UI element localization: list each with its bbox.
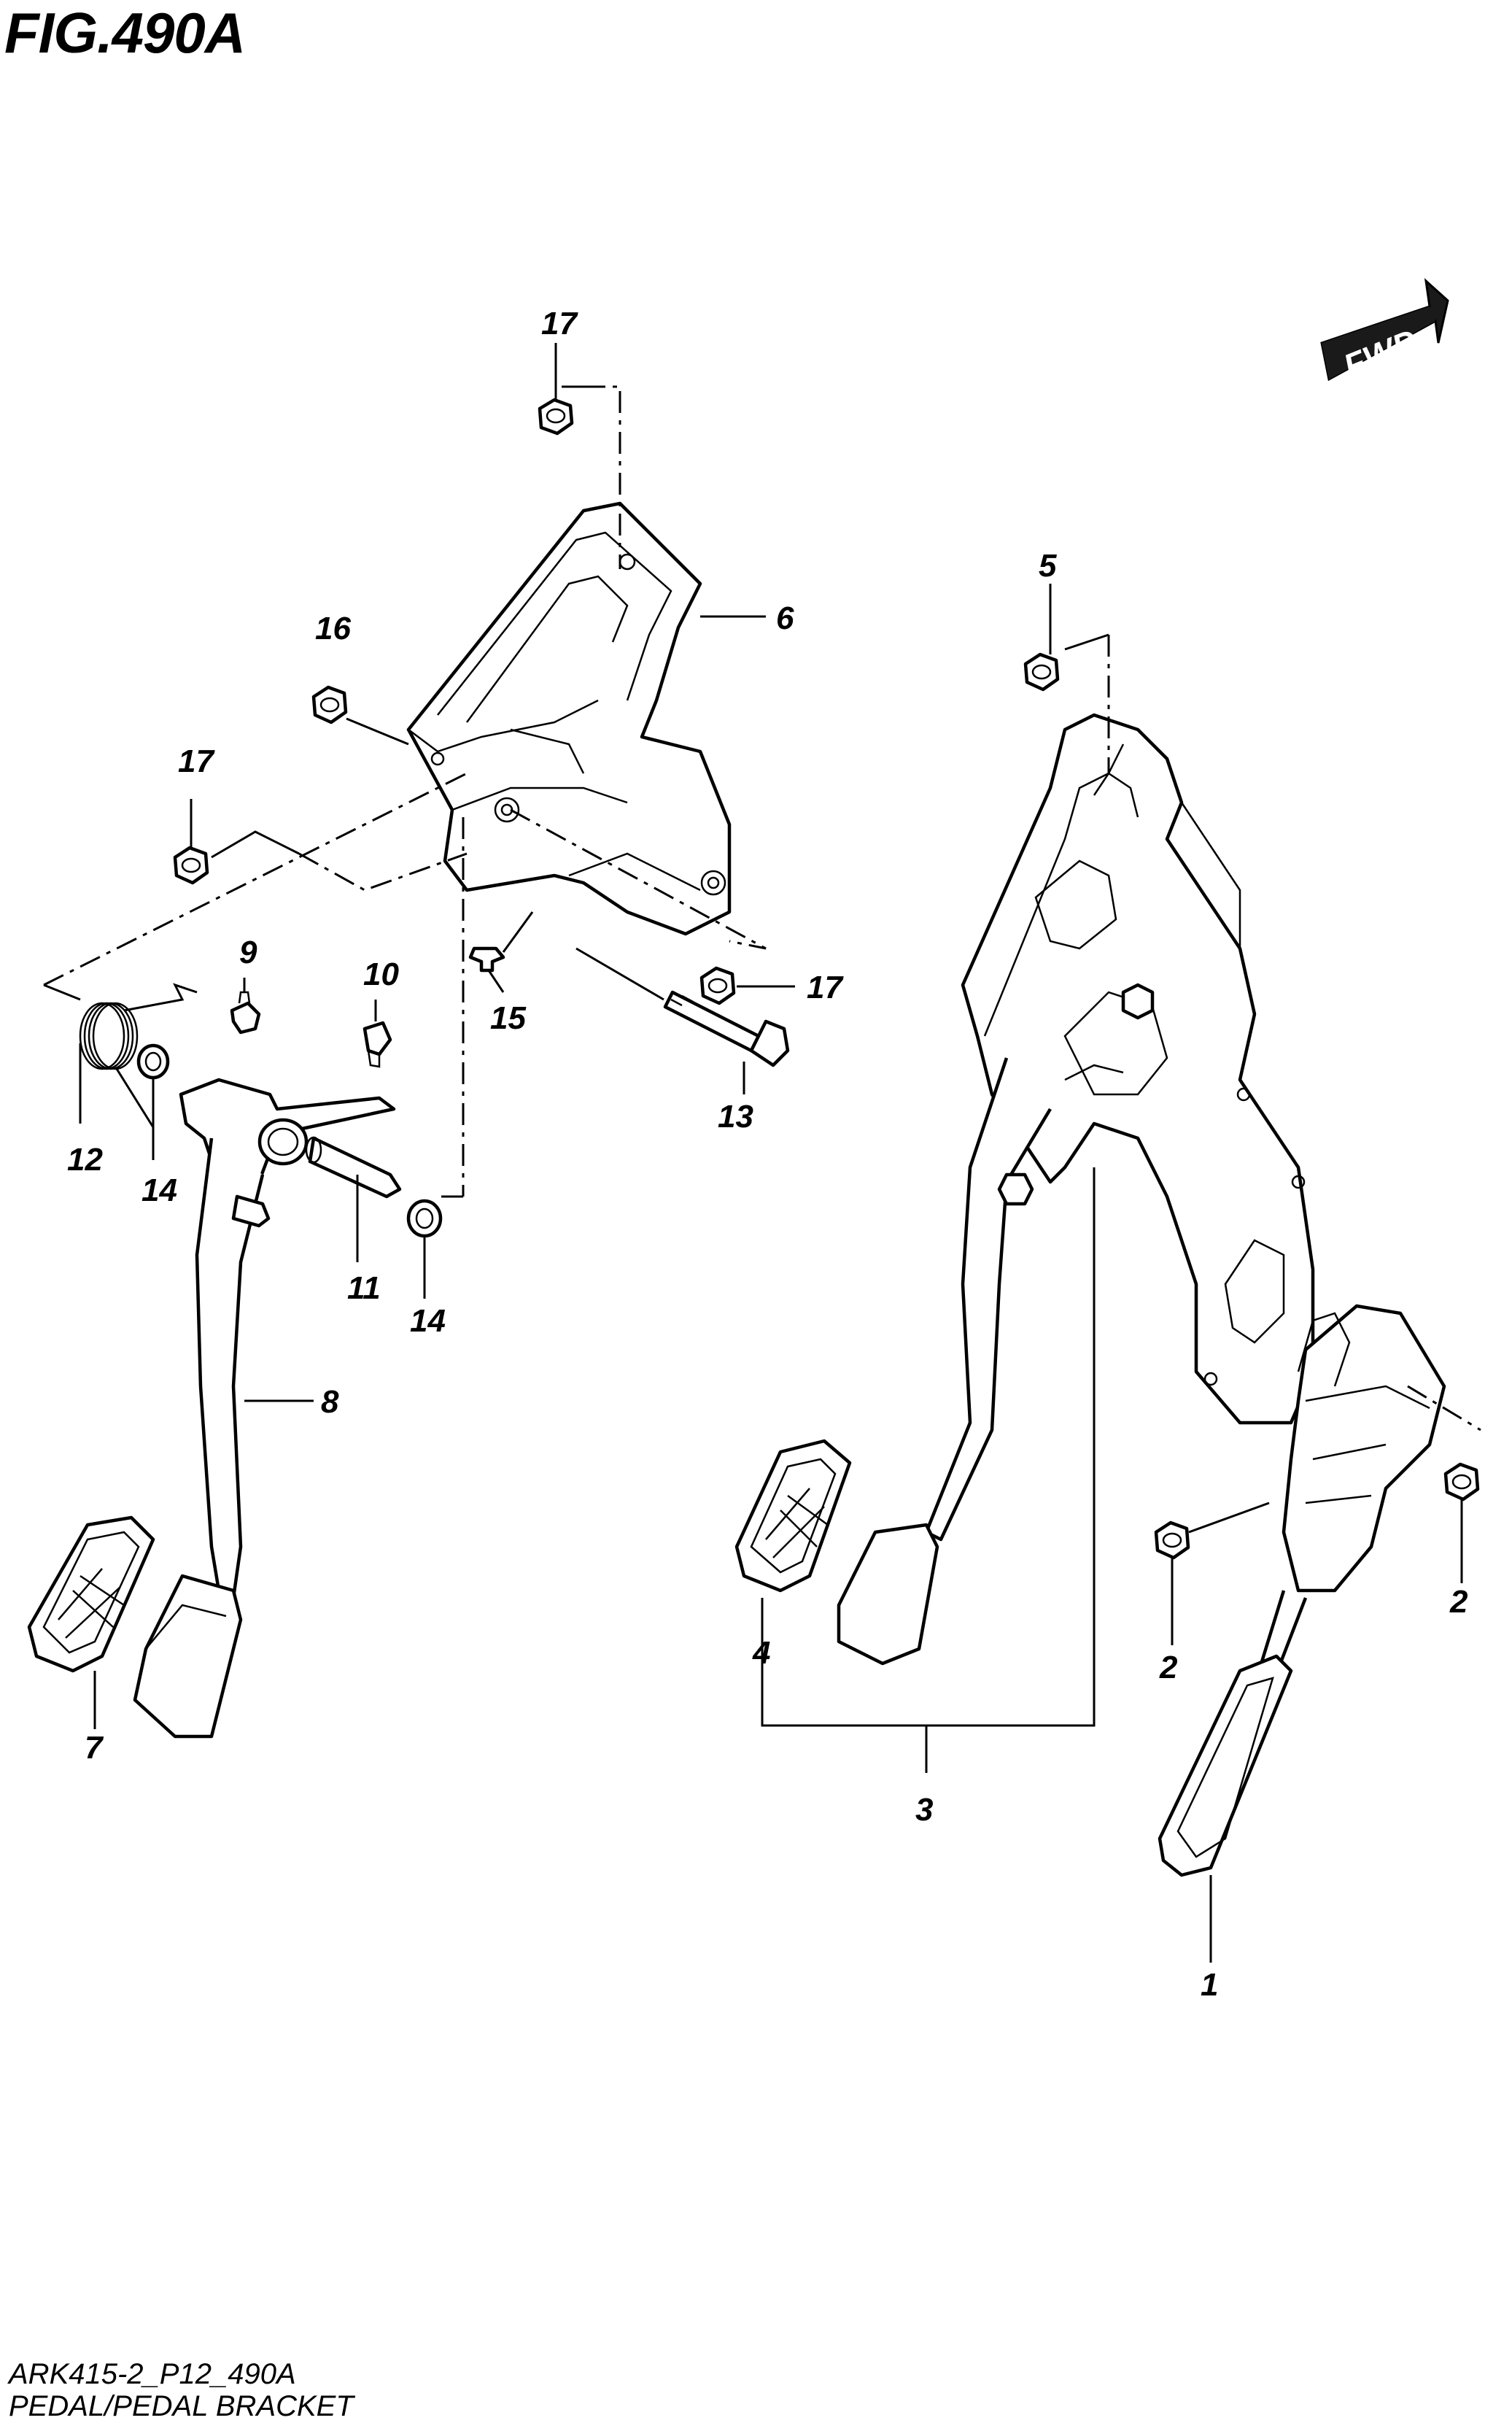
callout-6: 6 [776,600,794,636]
callout-14-right: 14 [410,1303,446,1339]
drawing-code: ARK415-2_P12_490A [9,2358,296,2390]
bushing-14-right [406,1199,443,1238]
nut-17-right [699,966,736,1005]
shaft-11 [305,1136,402,1199]
nut-2-left [1154,1520,1190,1560]
stopper-9 [230,991,261,1035]
pedal-pad-7 [27,1515,155,1673]
callout-17-left: 17 [178,743,215,779]
callout-2-left: 2 [1159,1650,1178,1685]
callout-3: 3 [915,1792,933,1828]
callout-9: 9 [239,935,257,970]
nut-17-top [538,398,574,436]
callout-labels: 17 6 16 17 9 10 17 15 13 12 14 11 14 8 7… [67,306,1468,2003]
callout-17-right: 17 [807,970,844,1005]
callout-4: 4 [752,1635,770,1671]
callout-8: 8 [321,1384,339,1420]
clip-15 [468,946,505,973]
nut-17-left [173,846,209,885]
drawing-name: PEDAL/PEDAL BRACKET [9,2390,354,2422]
callout-11: 11 [347,1270,381,1306]
brake-pedal-assembly [837,713,1315,1666]
fwd-arrow-icon: FWD [1320,278,1449,385]
return-spring-12 [79,983,198,1128]
bolt-13 [663,990,790,1067]
callout-16: 16 [315,611,351,646]
callout-17-top: 17 [541,306,578,341]
callout-10: 10 [363,957,399,992]
nut-5 [1023,652,1060,692]
callout-2-right: 2 [1449,1584,1468,1620]
bushing-14-left [136,1043,170,1080]
clutch-pedal-arm-8 [133,1078,396,1739]
callout-7: 7 [85,1730,104,1766]
callout-1: 1 [1201,1967,1218,2003]
leader-lines [43,343,1481,1963]
callout-15: 15 [490,1000,526,1036]
nut-16 [311,685,348,724]
nut-2-right [1443,1462,1480,1502]
pedal-pad-4 [734,1439,852,1593]
stopper-10 [363,1021,392,1068]
accelerator-pedal-1 [1158,1304,1446,1877]
callout-13: 13 [718,1099,753,1135]
callout-5: 5 [1039,548,1057,584]
callout-14-left: 14 [141,1172,177,1208]
figure-title: FIG.490A [4,1,246,65]
clutch-pedal-bracket [406,501,732,936]
callout-12: 12 [67,1142,103,1178]
